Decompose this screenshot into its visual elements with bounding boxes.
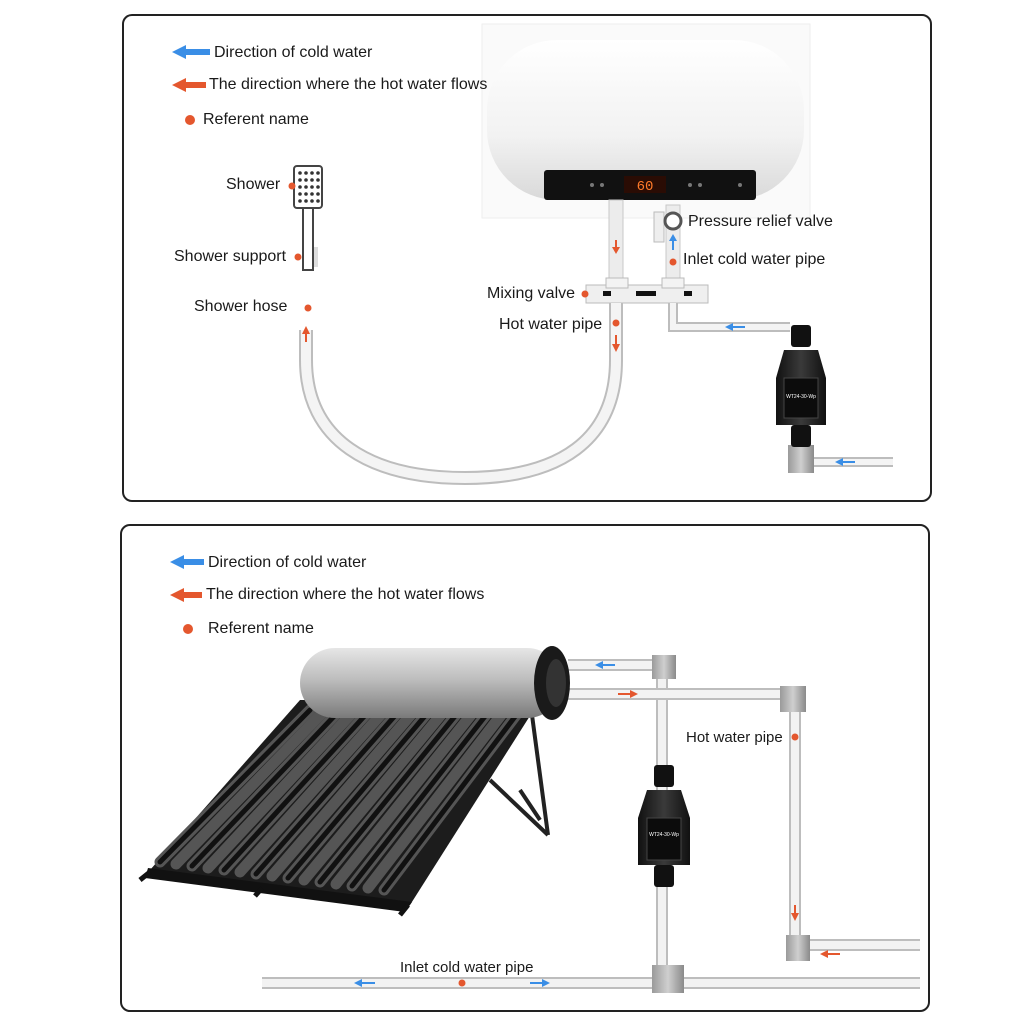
label-shower: Shower [226,176,281,193]
mixing-valve-icon [585,277,709,304]
top-referent-dots [288,182,677,327]
label-hot-water-pipe-2: Hot water pipe [686,729,783,746]
legend-cold-arrow-icon-2 [170,555,204,569]
legend-cold-arrow-icon [172,45,210,59]
circulation-pump-top: WT24-30-Wp [776,325,826,447]
pump-model-label-top: WT24-30-Wp [786,394,816,400]
pressure-relief-valve-icon [653,211,683,243]
label-inlet-cold-water-pipe-2: Inlet cold water pipe [400,959,534,976]
legend-referent-dot-icon [185,115,195,125]
circulation-pump-bottom: WT24-30-Wp [638,765,690,887]
legend-referent-label: Referent name [203,111,309,128]
pump-model-label-bottom: WT24-30-Wp [649,832,679,838]
legend-referent-dot-icon-2 [183,624,193,634]
legend-hot-label-2: The direction where the hot water flows [206,586,485,603]
shower-support-bracket [314,247,318,267]
label-hot-water-pipe: Hot water pipe [499,316,603,333]
bottom-flow-arrows [354,661,840,987]
legend-cold-label: Direction of cold water [214,44,373,61]
legend-referent-label-2: Referent name [208,620,314,637]
label-inlet-cold-water-pipe: Inlet cold water pipe [683,251,826,268]
water-heater: 60 [481,23,811,219]
legend-hot-arrow-icon-2 [170,588,202,602]
bottom-referent-dots [458,733,799,987]
heater-display-readout: 60 [637,179,654,195]
legend-cold-label-2: Direction of cold water [208,554,367,571]
label-shower-support: Shower support [174,248,287,265]
solar-water-heater [138,646,570,917]
label-shower-hose: Shower hose [194,298,288,315]
label-pressure-relief-valve: Pressure relief valve [688,213,833,230]
legend-hot-label: The direction where the hot water flows [209,76,488,93]
top-flow-arrows [302,234,855,466]
legend-hot-arrow-icon [172,78,206,92]
label-mixing-valve: Mixing valve [487,285,576,302]
